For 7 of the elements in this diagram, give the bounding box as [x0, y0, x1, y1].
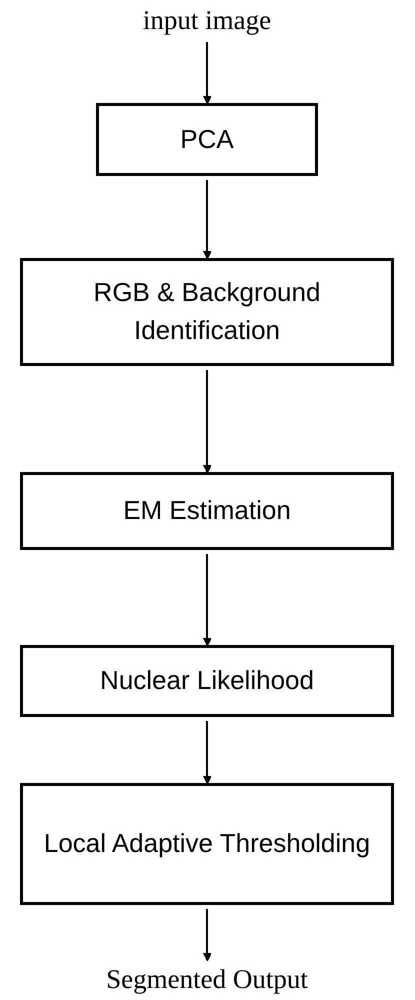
process-box: PCA	[96, 103, 318, 176]
process-box: Local Adaptive Thresholding	[20, 783, 394, 905]
process-box: Nuclear Likelihood	[20, 645, 394, 717]
process-box: RGB & Background Identification	[20, 258, 394, 366]
process-box: EM Estimation	[20, 472, 394, 550]
io-label: input image	[127, 2, 287, 38]
io-label: Segmented Output	[77, 960, 337, 998]
